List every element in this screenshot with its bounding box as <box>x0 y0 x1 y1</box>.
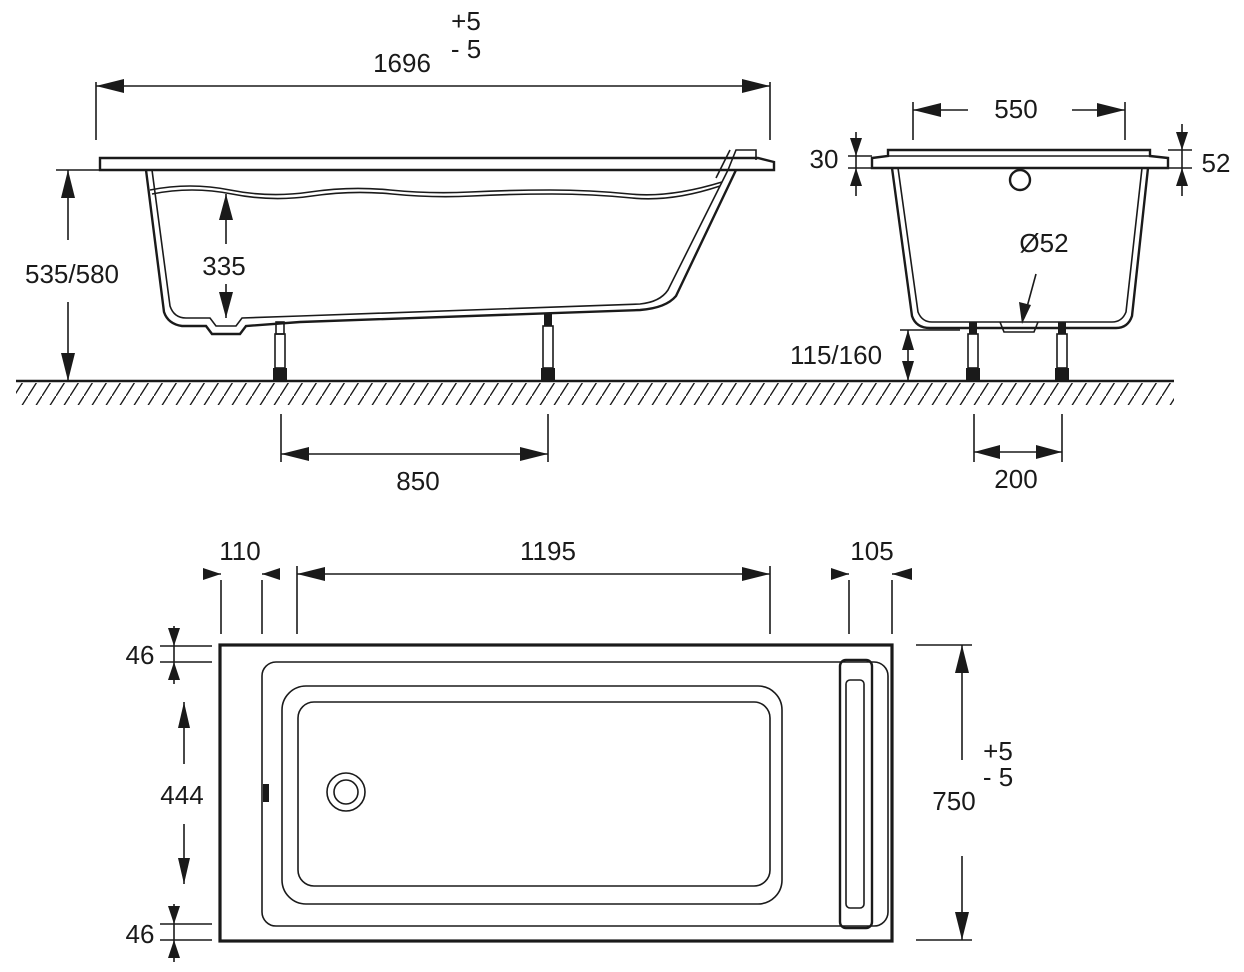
outer-width-value: 750 <box>932 786 975 816</box>
dim-bottom-margin: 46 <box>126 904 212 962</box>
height-value: 535/580 <box>25 259 119 289</box>
dim-end-leg-spacing: 200 <box>973 414 1063 494</box>
side-view: 1696 +5 - 5 535/580 335 <box>25 6 776 496</box>
side-leg-left <box>273 321 287 381</box>
rim-height-value: 52 <box>1202 148 1231 178</box>
dim-length: 1696 +5 - 5 <box>95 6 771 140</box>
width-tol-plus: +5 <box>983 736 1013 766</box>
dim-rim-thickness: 30 <box>810 132 872 196</box>
width-tol-minus: - 5 <box>983 762 1013 792</box>
dim-inner-length: 1195 <box>296 536 771 634</box>
side-leg-right <box>541 314 555 381</box>
water-depth-value: 335 <box>202 251 245 281</box>
drain-diameter-value: Ø52 <box>1019 228 1068 258</box>
top-margin-value: 46 <box>126 640 155 670</box>
dim-inner-width: 444 <box>160 702 204 884</box>
inner-length-value: 1195 <box>520 536 576 566</box>
length-tol-plus: +5 <box>451 6 481 36</box>
dim-end-width: 550 <box>912 94 1126 140</box>
dim-left-offset: 110 <box>203 536 280 634</box>
floor-line <box>16 379 1174 405</box>
dim-height: 535/580 <box>25 169 119 381</box>
dim-leg-height: 115/160 <box>790 329 960 381</box>
end-view: 550 30 52 Ø52 115/160 <box>790 94 1230 494</box>
dim-right-offset: 105 <box>831 536 912 634</box>
end-leg-right <box>1055 322 1069 381</box>
leg-spacing-value: 850 <box>396 466 439 496</box>
dim-rim-height: 52 <box>1168 124 1230 196</box>
inner-width-value: 444 <box>160 780 203 810</box>
dim-leg-spacing: 850 <box>280 414 549 496</box>
end-width-value: 550 <box>994 94 1037 124</box>
length-value: 1696 <box>373 48 431 78</box>
dim-top-margin: 46 <box>126 626 212 684</box>
end-leg-left <box>966 322 980 381</box>
bottom-margin-value: 46 <box>126 919 155 949</box>
rim-thickness-value: 30 <box>810 144 839 174</box>
length-tol-minus: - 5 <box>451 34 481 64</box>
end-leg-spacing-value: 200 <box>994 464 1037 494</box>
top-view: 110 1195 105 46 <box>126 536 1013 962</box>
left-offset-value: 110 <box>219 536 260 566</box>
right-offset-value: 105 <box>850 536 893 566</box>
dim-water-depth: 335 <box>202 194 246 318</box>
dim-outer-width: 750 +5 - 5 <box>916 644 1013 941</box>
leg-height-value: 115/160 <box>790 340 882 370</box>
